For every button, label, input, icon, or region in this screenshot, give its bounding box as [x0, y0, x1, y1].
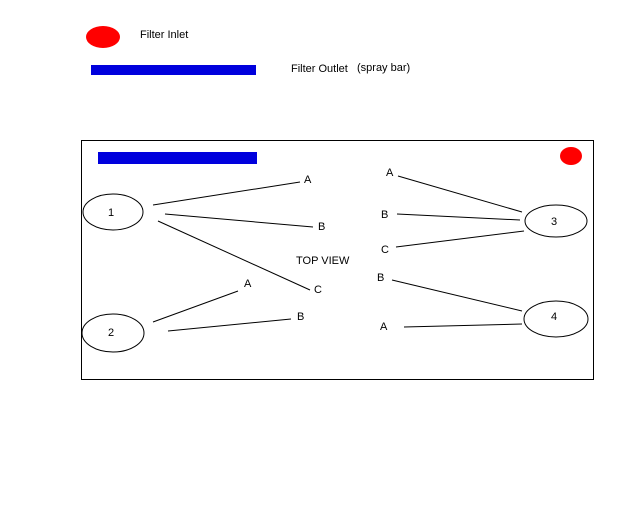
node-4-label: 4	[551, 311, 557, 323]
node-2	[81, 313, 145, 353]
tank-outline	[81, 140, 594, 380]
legend-outlet-note: (spray bar)	[357, 62, 410, 74]
branch-label-4-a: A	[380, 321, 388, 333]
branch-label-1-c: C	[314, 284, 322, 296]
node-3	[524, 204, 588, 238]
line-4-b	[391, 279, 523, 312]
line-3-b	[396, 213, 521, 221]
line-1-c	[157, 220, 311, 291]
tank-spray-bar	[98, 152, 257, 164]
line-4-a	[403, 323, 523, 328]
node-1-label: 1	[108, 207, 114, 219]
branch-label-2-b: B	[297, 311, 304, 323]
view-label: TOP VIEW	[296, 255, 350, 267]
node-1	[82, 193, 144, 231]
legend-inlet-label: Filter Inlet	[140, 29, 188, 41]
branch-label-3-c: C	[381, 244, 389, 256]
line-2-b	[167, 318, 292, 332]
branch-label-1-a: A	[304, 174, 312, 186]
line-1-b	[164, 213, 314, 228]
line-1-a	[152, 181, 301, 206]
line-3-a	[397, 175, 523, 213]
node-3-label: 3	[551, 216, 557, 228]
branch-label-4-b: B	[377, 272, 384, 284]
branch-label-3-b: B	[381, 209, 388, 221]
line-3-c	[395, 230, 525, 248]
legend-outlet-label: Filter Outlet	[291, 63, 348, 75]
tank-inlet-marker	[560, 147, 582, 165]
line-2-a	[152, 290, 239, 323]
legend-outlet-marker	[91, 65, 256, 75]
branch-label-2-a: A	[244, 278, 252, 290]
legend-inlet-marker	[86, 26, 120, 48]
branch-label-1-b: B	[318, 221, 325, 233]
branch-label-3-a: A	[386, 167, 394, 179]
node-4	[523, 300, 589, 338]
node-2-label: 2	[108, 327, 114, 339]
